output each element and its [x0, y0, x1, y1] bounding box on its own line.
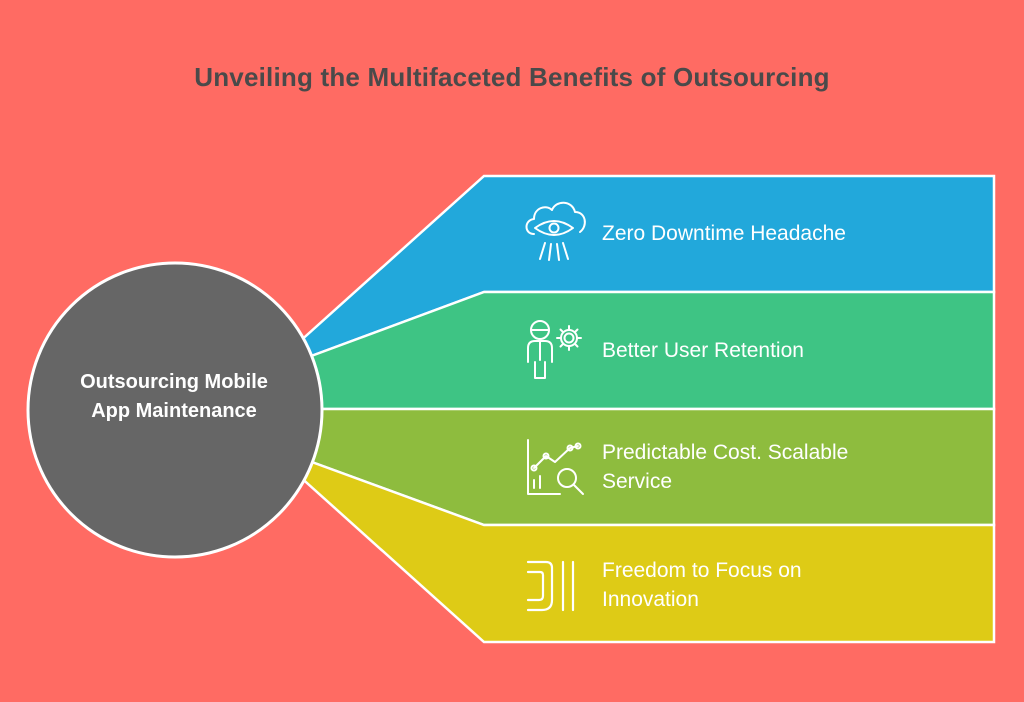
cloud-eye-icon — [525, 201, 586, 261]
abstract-lines-icon — [526, 560, 575, 612]
benefit-label-1: Zero Downtime Headache — [602, 222, 846, 245]
hub-label: Outsourcing Mobile App Maintenance — [80, 371, 268, 422]
chart-magnifier-icon — [527, 439, 584, 495]
benefit-label-4: Freedom to Focus on Innovation — [602, 559, 802, 611]
benefit-label-2: Better User Retention — [602, 339, 804, 362]
page-title: Unveiling the Multifaceted Benefits of O… — [194, 62, 830, 92]
benefit-label-3: Predictable Cost. Scalable Service — [602, 441, 849, 493]
user-gear-icon — [527, 320, 582, 379]
hub-circle — [26, 261, 324, 559]
